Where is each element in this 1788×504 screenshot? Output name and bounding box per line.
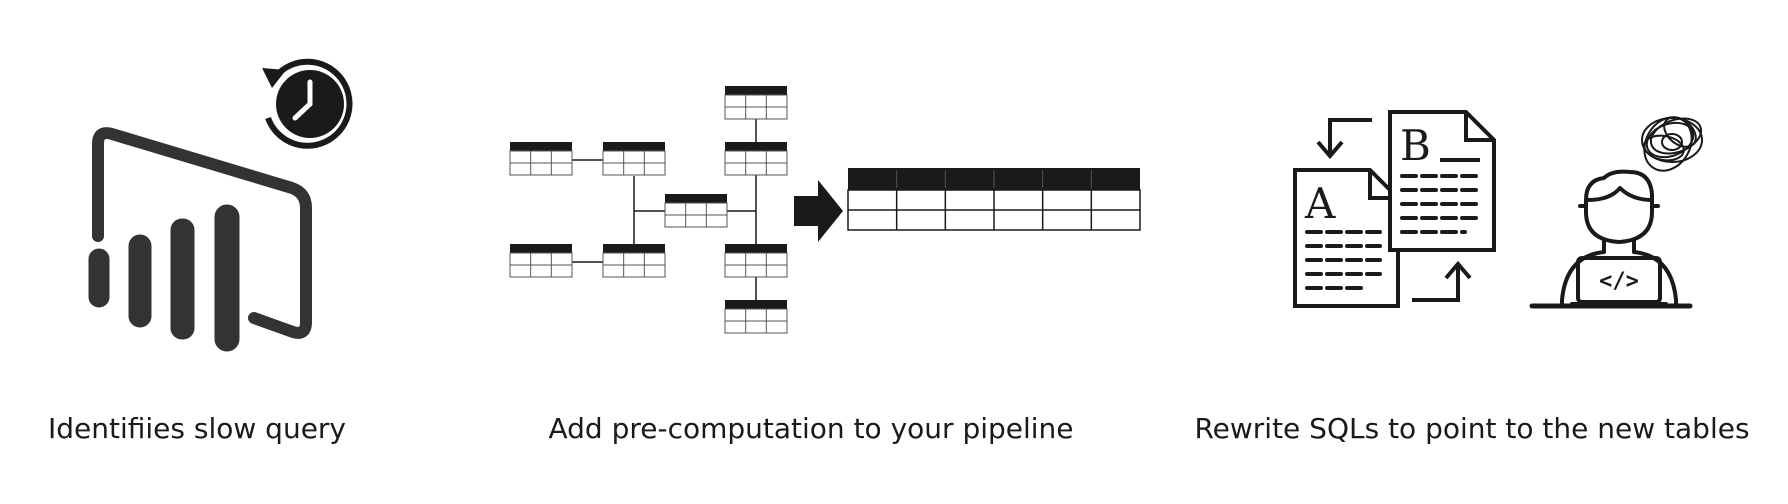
refresh-arrowhead xyxy=(262,68,286,88)
swap-arrow-up-icon xyxy=(1412,266,1460,302)
document-a-icon: A xyxy=(1293,168,1400,308)
source-table xyxy=(724,86,788,120)
source-table xyxy=(724,142,788,176)
swap-arrow-down-icon xyxy=(1328,118,1372,154)
document-a-letter: A xyxy=(1304,179,1336,228)
power-bi-bar-4 xyxy=(209,199,245,357)
clock-icon xyxy=(262,58,353,149)
document-b-letter: B xyxy=(1400,121,1431,170)
power-bi-bar-2 xyxy=(123,229,157,333)
code-symbol: </> xyxy=(1599,269,1639,294)
power-bi-frame xyxy=(92,127,312,339)
source-table xyxy=(509,244,573,278)
power-bi-bar-1 xyxy=(83,243,115,313)
step-3-caption: Rewrite SQLs to point to the new tables xyxy=(1194,412,1749,445)
source-table xyxy=(724,244,788,278)
scribble-thought-icon xyxy=(1641,116,1703,172)
power-bi-bar-3 xyxy=(165,213,200,345)
arrow-right-icon xyxy=(794,180,843,242)
document-b-icon: B xyxy=(1388,110,1496,252)
power-bi-clock-icon xyxy=(83,58,353,357)
precomputed-table xyxy=(847,168,1141,231)
source-table xyxy=(509,142,573,176)
step-2-caption: Add pre-computation to your pipeline xyxy=(548,412,1073,445)
source-table xyxy=(724,300,788,334)
source-table xyxy=(664,194,728,228)
source-table xyxy=(602,142,666,176)
table-join-pipeline-icon xyxy=(509,86,1141,334)
refresh-arc xyxy=(265,58,353,149)
source-table xyxy=(602,244,666,278)
documents-developer-icon: A B xyxy=(1293,110,1703,309)
developer-icon: </> xyxy=(1529,169,1693,309)
step-1-caption: Identifiies slow query xyxy=(48,412,346,445)
